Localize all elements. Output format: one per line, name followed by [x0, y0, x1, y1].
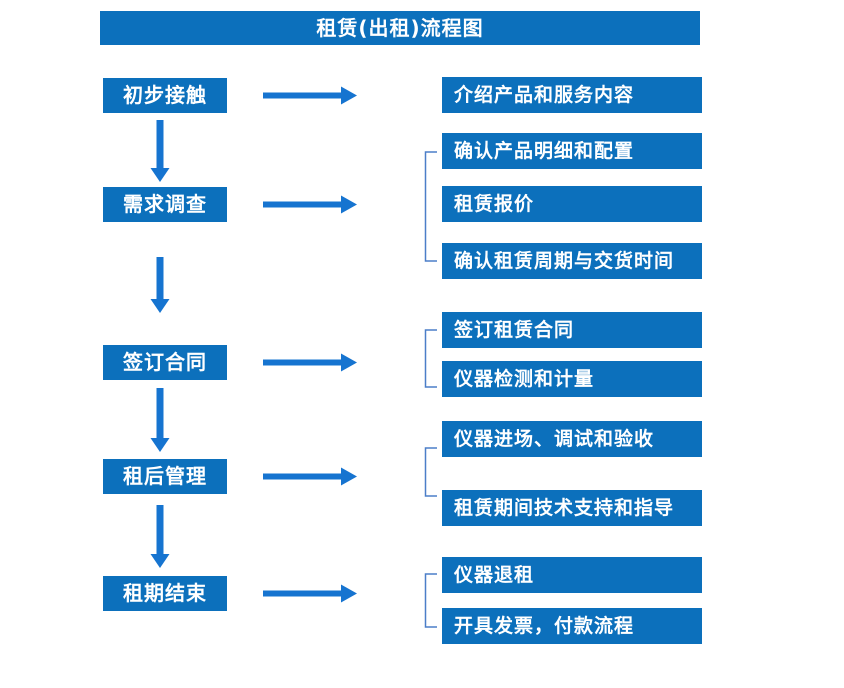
- down-arrow-icon: [150, 388, 170, 452]
- group-bracket: [424, 447, 437, 497]
- right-arrow-icon: [263, 353, 357, 372]
- step-needs-survey: 需求调查: [103, 187, 227, 222]
- down-arrow-icon: [150, 257, 170, 313]
- step-lease-end: 租期结束: [103, 576, 227, 611]
- down-arrow-icon: [150, 505, 170, 568]
- step-post-rental-management: 租后管理: [103, 459, 227, 494]
- detail-sign-rental-contract: 签订租赁合同: [442, 312, 702, 348]
- detail-confirm-product-details: 确认产品明细和配置: [442, 133, 702, 169]
- detail-rental-technical-support: 租赁期间技术支持和指导: [442, 490, 702, 526]
- detail-confirm-rental-period-delivery: 确认租赁周期与交货时间: [442, 243, 702, 279]
- right-arrow-icon: [263, 86, 357, 105]
- detail-instrument-arrival-commissioning: 仪器进场、调试和验收: [442, 421, 702, 457]
- group-bracket: [424, 329, 437, 388]
- detail-rental-quotation: 租赁报价: [442, 186, 702, 222]
- step-sign-contract: 签订合同: [103, 345, 227, 380]
- diagram-title: 租赁(出租)流程图: [100, 11, 700, 45]
- step-initial-contact: 初步接触: [103, 78, 227, 113]
- down-arrow-icon: [150, 120, 170, 182]
- right-arrow-icon: [263, 467, 357, 486]
- group-bracket: [424, 151, 437, 262]
- right-arrow-icon: [263, 195, 357, 214]
- group-bracket: [424, 573, 437, 628]
- detail-invoice-payment: 开具发票，付款流程: [442, 608, 702, 644]
- detail-introduce-product-services: 介绍产品和服务内容: [442, 77, 702, 113]
- right-arrow-icon: [263, 584, 357, 603]
- detail-instrument-testing-measurement: 仪器检测和计量: [442, 361, 702, 397]
- detail-instrument-return: 仪器退租: [442, 557, 702, 593]
